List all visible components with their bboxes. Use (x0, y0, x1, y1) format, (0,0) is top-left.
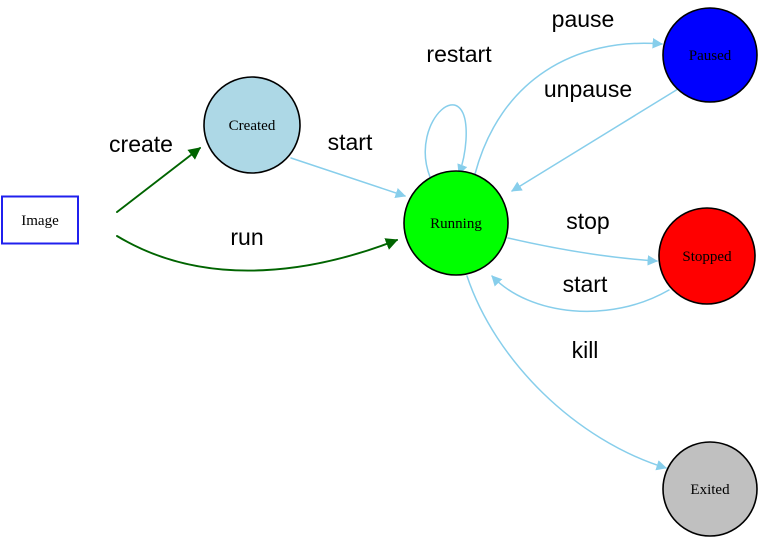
edge-label-kill: kill (572, 337, 599, 363)
edge-start-stopped (491, 275, 670, 313)
node-label-running: Running (430, 216, 482, 232)
node-shape-paused[interactable] (662, 7, 758, 103)
node-stopped[interactable]: Stopped (658, 207, 756, 305)
node-label-image: Image (21, 213, 59, 229)
node-created[interactable]: Created (203, 76, 301, 174)
node-label-exited: Exited (690, 482, 730, 498)
edge-label-unpause: unpause (544, 76, 632, 102)
edge-label-restart: restart (426, 41, 492, 67)
edge-restart (424, 104, 468, 178)
edge-label-pause: pause (552, 6, 615, 32)
node-image[interactable]: Image (1, 195, 79, 245)
edge-run (116, 235, 399, 272)
node-label-stopped: Stopped (682, 249, 732, 265)
node-shape-created[interactable] (203, 76, 301, 174)
edge-pause (474, 38, 664, 175)
node-label-created: Created (229, 118, 276, 134)
edge-label-start-created: start (328, 129, 373, 155)
edge-kill (466, 275, 668, 471)
edges-layer (116, 38, 679, 471)
edge-unpause (511, 88, 679, 192)
edge-create (116, 147, 201, 213)
edge-label-create: create (109, 131, 173, 157)
edge-stop (507, 237, 659, 266)
node-shape-exited[interactable] (662, 441, 758, 537)
edge-label-stop: stop (566, 208, 609, 234)
edge-label-run: run (230, 224, 263, 250)
edge-labels-layer: create run start restart pause unpause stop sta… (109, 6, 632, 363)
node-running[interactable]: Running (403, 170, 509, 276)
edge-start-created (290, 157, 406, 198)
node-shape-image[interactable] (1, 195, 79, 245)
node-shape-running[interactable] (403, 170, 509, 276)
node-shape-stopped[interactable] (658, 207, 756, 305)
node-exited[interactable]: Exited (662, 441, 758, 537)
edge-label-start-stopped: start (563, 271, 608, 297)
node-label-paused: Paused (689, 48, 732, 64)
node-paused[interactable]: Paused (662, 7, 758, 103)
